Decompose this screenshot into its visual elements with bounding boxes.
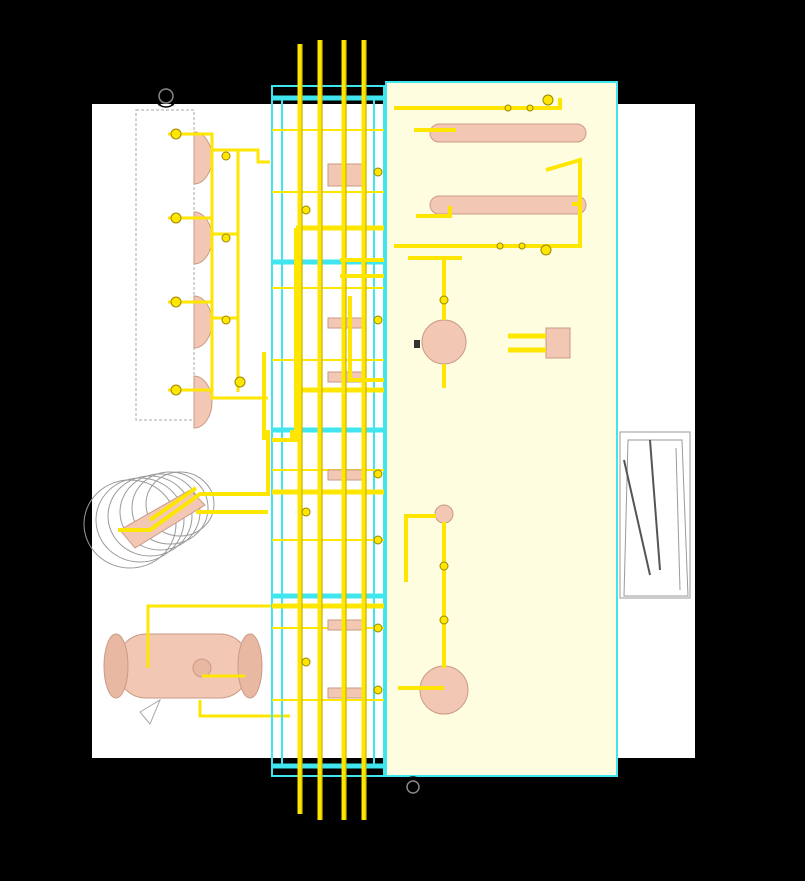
horizontal-drum-left xyxy=(103,604,290,725)
spherical-vessels xyxy=(398,256,469,715)
north-arrow-icon xyxy=(154,83,178,108)
exchanger-valves xyxy=(170,128,246,396)
rack-longitudinal-pipes xyxy=(297,40,367,820)
outline-structure-right xyxy=(619,431,691,599)
equipment-pad xyxy=(385,81,618,777)
exchanger-bank xyxy=(135,109,270,429)
north-arrow-icon xyxy=(402,775,424,798)
horizontal-vessels-right xyxy=(394,94,587,256)
coil-unit xyxy=(83,430,270,569)
small-package xyxy=(508,327,571,359)
pipe-rack xyxy=(262,40,385,820)
